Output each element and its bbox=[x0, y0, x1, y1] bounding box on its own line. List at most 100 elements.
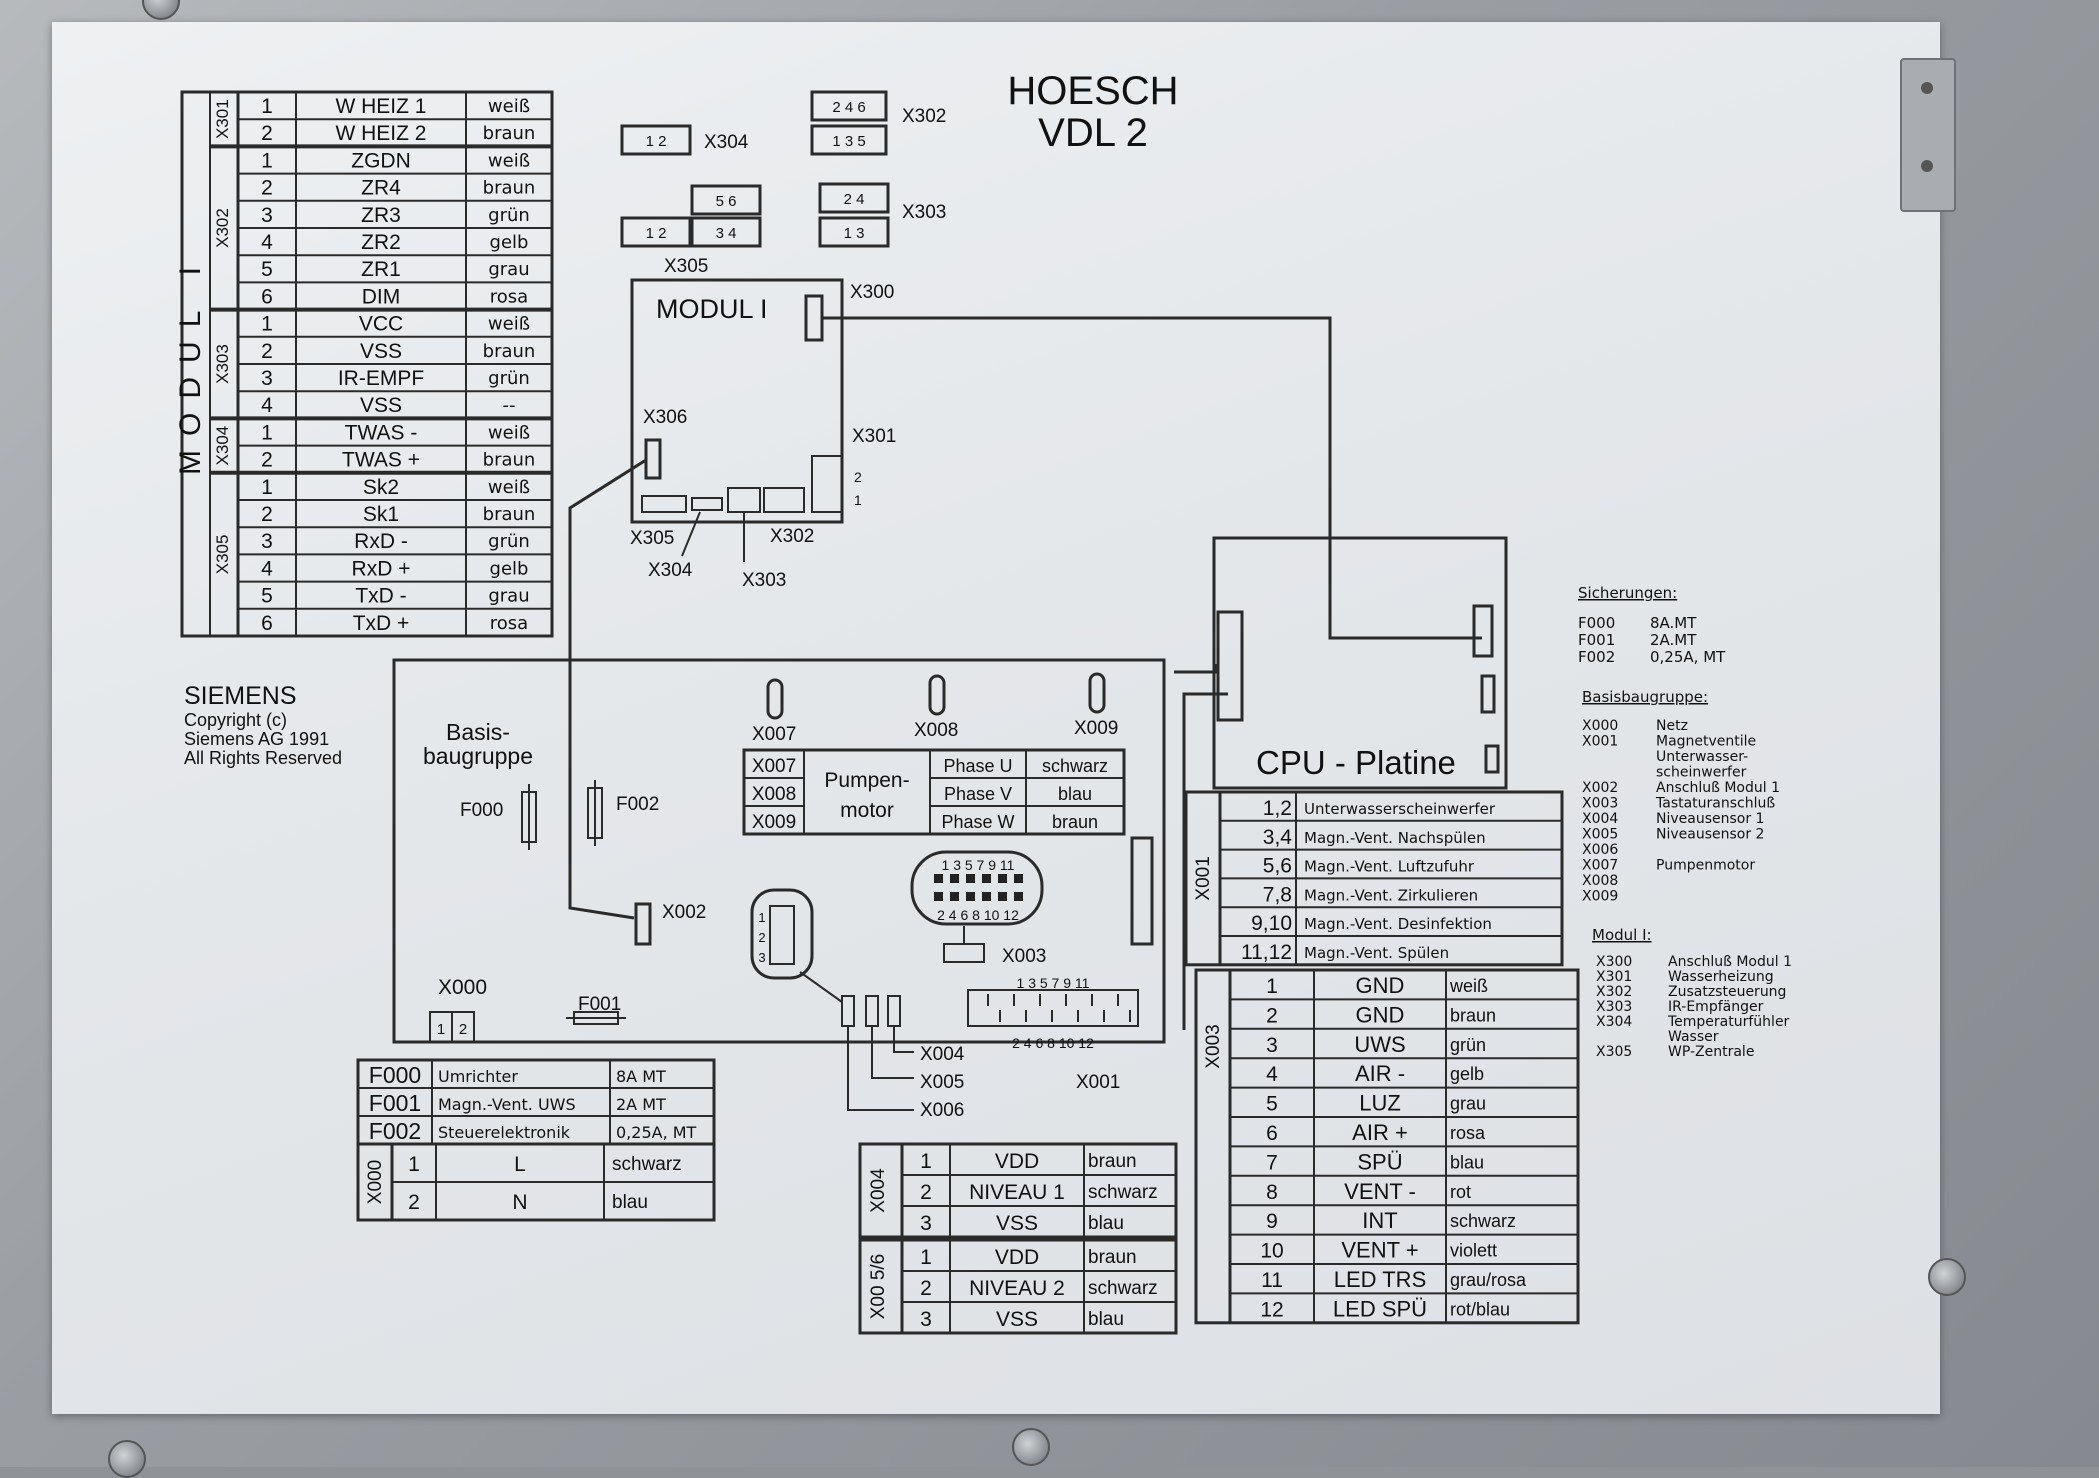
legend-desc: IR-Empfänger bbox=[1668, 999, 1764, 1015]
wire-color: rosa bbox=[490, 613, 528, 634]
wire-color: gelb bbox=[490, 558, 529, 579]
pin-number: 1 bbox=[920, 1150, 932, 1173]
wire-color: blau bbox=[612, 1192, 648, 1213]
mounting-bracket bbox=[1900, 58, 1956, 212]
pin-number: 7,8 bbox=[1263, 883, 1292, 906]
signal-name: N bbox=[512, 1191, 527, 1214]
svg-text:1 3 5 7 9 11: 1 3 5 7 9 11 bbox=[1017, 975, 1090, 991]
svg-text:2 4 6: 2 4 6 bbox=[832, 99, 865, 116]
valve-desc: Magn.-Vent. Zirkulieren bbox=[1304, 886, 1478, 904]
svg-text:F000: F000 bbox=[460, 800, 503, 821]
fuse-desc: Magn.-Vent. UWS bbox=[438, 1095, 576, 1114]
pin-number: 3 bbox=[261, 530, 273, 553]
legend-id: X302 bbox=[1596, 984, 1632, 1000]
legend-desc: Temperaturfühler bbox=[1667, 1014, 1790, 1030]
svg-text:1 3 5: 1 3 5 bbox=[832, 133, 865, 150]
valve-desc: Magn.-Vent. Spülen bbox=[1304, 944, 1449, 962]
group-label: X305 bbox=[213, 535, 232, 575]
pin-number: 3 bbox=[920, 1212, 932, 1235]
pin-dot bbox=[934, 892, 943, 901]
wire-color: gelb bbox=[1450, 1064, 1484, 1084]
pin-number: 12 bbox=[1260, 1298, 1283, 1321]
bracket-hole bbox=[1921, 82, 1933, 94]
pin-number: 3 bbox=[920, 1308, 932, 1331]
svg-text:Basis-: Basis- bbox=[446, 719, 510, 745]
legend-desc: Pumpenmotor bbox=[1656, 858, 1755, 874]
wire-color: braun bbox=[1450, 1005, 1496, 1025]
wire-color: gelb bbox=[490, 232, 529, 253]
pin-number: 2 bbox=[261, 340, 273, 363]
svg-text:X303: X303 bbox=[902, 202, 946, 223]
legend-id: X301 bbox=[1596, 969, 1632, 985]
pin-dot bbox=[1014, 874, 1023, 883]
pin-number: 11 bbox=[1261, 1269, 1283, 1292]
signal-name: W HEIZ 1 bbox=[335, 95, 426, 118]
legend-id: F001 bbox=[1578, 631, 1615, 649]
table-side-label: X004 bbox=[868, 1168, 889, 1213]
pin-number: 2 bbox=[261, 449, 273, 472]
pin-dot bbox=[1014, 892, 1023, 901]
connector-id: X008 bbox=[752, 784, 796, 805]
signal-name: Sk2 bbox=[363, 476, 399, 499]
pin-number: 7 bbox=[1266, 1151, 1278, 1174]
group-label: X304 bbox=[213, 426, 232, 466]
legend-id: X005 bbox=[1582, 827, 1618, 843]
legend-heading: Sicherungen: bbox=[1578, 584, 1677, 602]
svg-text:X009: X009 bbox=[1074, 718, 1118, 739]
wire-color: grün bbox=[1450, 1035, 1486, 1055]
basis-board: Basis- baugruppe F000 F002 X002 X000 1 2… bbox=[392, 658, 1166, 1121]
wire-color: braun bbox=[1088, 1151, 1137, 1172]
legend-id: X008 bbox=[1582, 873, 1618, 889]
svg-text:2: 2 bbox=[459, 1021, 467, 1038]
copyright-line: All Rights Reserved bbox=[184, 748, 342, 768]
legend-desc: Tastaturanschluß bbox=[1655, 796, 1775, 812]
svg-text:3 4: 3 4 bbox=[716, 225, 737, 242]
legend-id: X304 bbox=[1596, 1014, 1632, 1030]
fuse-desc: Umrichter bbox=[438, 1067, 518, 1086]
group-label: X303 bbox=[213, 344, 232, 384]
svg-text:1 2: 1 2 bbox=[646, 225, 667, 242]
pin-number: 11,12 bbox=[1241, 941, 1292, 964]
svg-text:X002: X002 bbox=[662, 902, 706, 923]
svg-text:2: 2 bbox=[854, 469, 862, 485]
svg-text:X302: X302 bbox=[902, 106, 946, 127]
legend-desc: Netz bbox=[1656, 718, 1688, 734]
wire-color: weiß bbox=[488, 422, 530, 443]
pin-number: 5 bbox=[261, 258, 273, 281]
pin-number: 3 bbox=[1266, 1034, 1278, 1057]
pin-number: 6 bbox=[261, 612, 273, 635]
signal-name: ZR4 bbox=[361, 177, 401, 200]
svg-text:X305: X305 bbox=[630, 528, 674, 549]
legend-heading: Basisbaugruppe: bbox=[1582, 688, 1708, 706]
pin-number: 10 bbox=[1260, 1240, 1283, 1263]
legend-desc: Niveausensor 2 bbox=[1656, 827, 1764, 843]
svg-text:F001: F001 bbox=[578, 994, 621, 1015]
pin-number: 1 bbox=[920, 1246, 932, 1269]
wire-color: grau bbox=[1450, 1094, 1486, 1114]
pin-number: 5 bbox=[261, 585, 273, 608]
signal-name: ZR3 bbox=[361, 204, 401, 227]
svg-text:X005: X005 bbox=[920, 1072, 964, 1093]
legend-desc: Anschluß Modul 1 bbox=[1656, 780, 1780, 796]
legend-heading: Modul I: bbox=[1592, 926, 1652, 944]
legend-id: X009 bbox=[1582, 889, 1618, 905]
pin-dot bbox=[998, 892, 1007, 901]
signal-name: AIR - bbox=[1355, 1061, 1405, 1086]
svg-text:2 4 6 8 10 12: 2 4 6 8 10 12 bbox=[1012, 1035, 1094, 1051]
pin-dot bbox=[982, 892, 991, 901]
legend-id: X004 bbox=[1582, 811, 1618, 827]
valve-desc: Magn.-Vent. Desinfektion bbox=[1304, 915, 1492, 933]
copyright-line: Siemens AG 1991 bbox=[184, 729, 329, 749]
phase-name: Phase V bbox=[944, 784, 1012, 804]
wire-color: braun bbox=[483, 123, 536, 144]
signal-name: Sk1 bbox=[363, 503, 399, 526]
svg-text:2: 2 bbox=[758, 930, 765, 945]
connector-id: X009 bbox=[752, 812, 796, 833]
pump-label: motor bbox=[840, 799, 894, 822]
pin-number: 6 bbox=[1266, 1122, 1278, 1145]
table-line bbox=[742, 748, 1126, 836]
bracket-hole bbox=[1921, 160, 1933, 172]
